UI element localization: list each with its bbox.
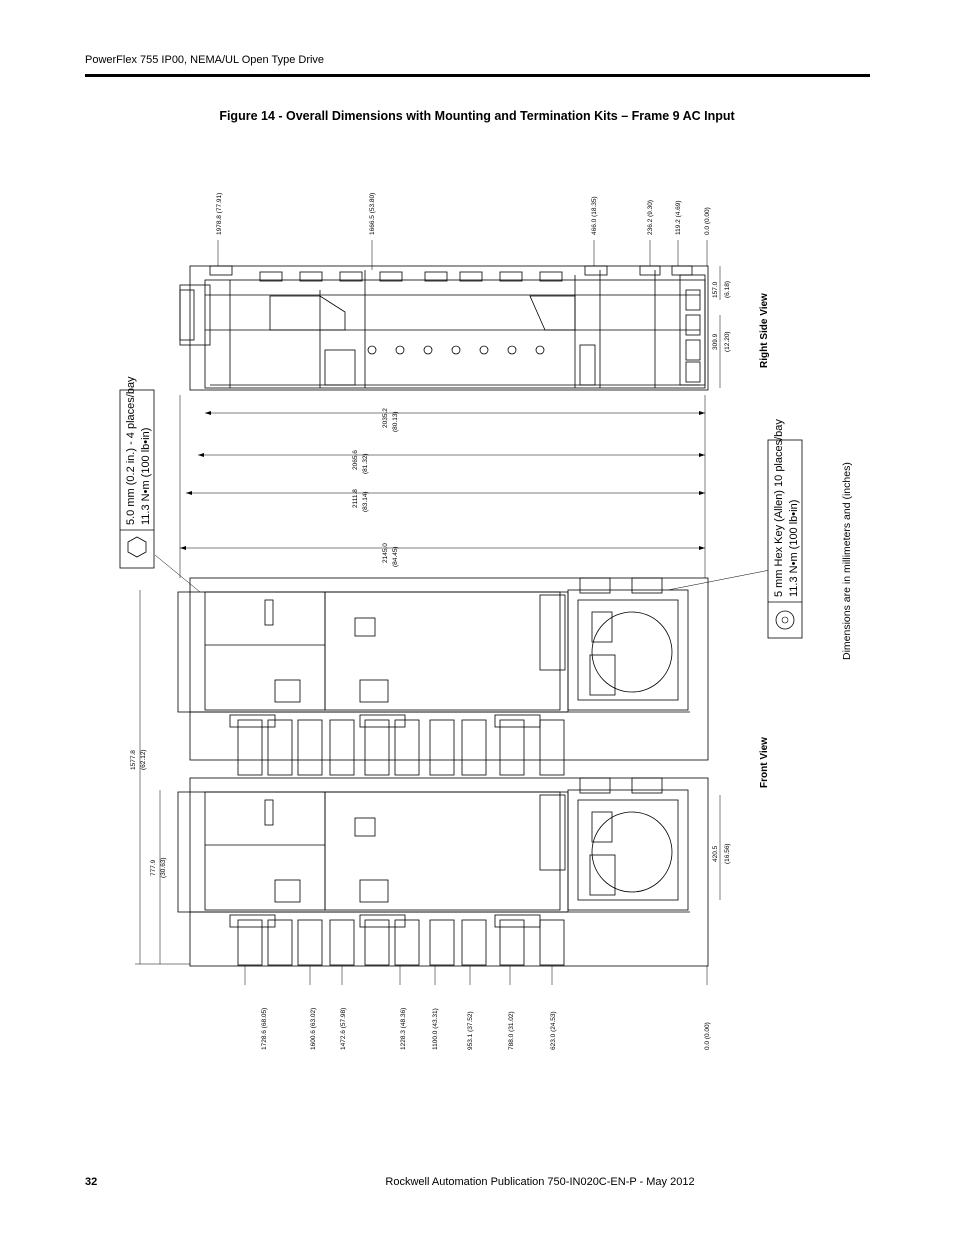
front-left-dim-2-sub: (30.63) <box>160 857 167 878</box>
length-dim-4-sub: (84.45) <box>392 546 399 567</box>
front-right-dim-sub: (16.56) <box>724 843 731 864</box>
bottom-dim-3: 1472.6 (57.98) <box>340 1008 347 1050</box>
length-dim-2-sub: (81.32) <box>362 453 369 474</box>
figure-title: Figure 14 - Overall Dimensions with Moun… <box>219 109 735 123</box>
front-right-dim-value: 420.5 <box>712 845 719 862</box>
length-dim-1-sub: (80.13) <box>392 411 399 432</box>
side-dim-2-sub: (12.20) <box>724 331 731 352</box>
top-dim-2: 1666.5 (53.80) <box>369 193 376 235</box>
hex-key-socket-icon <box>775 610 795 630</box>
front-view-bay-1 <box>177 577 709 776</box>
bottom-dim-8: 623.0 (24.53) <box>550 1011 557 1050</box>
top-dim-4: 236.2 (9.30) <box>647 200 654 235</box>
top-dim-5: 119.2 (4.69) <box>675 200 682 235</box>
bottom-dim-7: 788.0 (31.02) <box>508 1011 515 1050</box>
bottom-dim-9: 0.0 (0.00) <box>704 1022 711 1050</box>
top-dim-6: 0.0 (0.00) <box>704 207 711 235</box>
length-dim-3-value: 2111.8 <box>352 489 359 508</box>
length-dim-1-value: 2035.2 <box>382 408 389 428</box>
torque-callout-2: 5 mm Hex Key (Allen) 10 places/bay 11.3 … <box>767 419 803 639</box>
top-dim-1: 1978.8 (77.91) <box>216 193 223 235</box>
front-left-dim-1-sub: (62.12) <box>140 749 147 770</box>
bottom-dim-2: 1600.6 (63.02) <box>310 1008 317 1050</box>
length-dim-3-sub: (83.14) <box>362 491 369 512</box>
header-rule <box>85 74 870 77</box>
bottom-dim-4: 1228.3 (48.36) <box>400 1008 407 1050</box>
length-dim-4-value: 2145.0 <box>382 543 389 563</box>
top-dim-3: 466.0 (18.35) <box>591 196 598 235</box>
side-dim-2-value: 309.9 <box>712 333 719 350</box>
bottom-dim-1: 1728.6 (68.05) <box>261 1008 268 1050</box>
publication-footer: Rockwell Automation Publication 750-IN02… <box>385 1176 695 1188</box>
page-number: 32 <box>85 1176 98 1188</box>
torque-1-line1: 5.0 mm (0.2 in.) - 4 places/bay <box>125 376 137 525</box>
running-header: PowerFlex 755 IP00, NEMA/UL Open Type Dr… <box>85 54 325 66</box>
bottom-dim-5: 1100.0 (43.31) <box>432 1008 439 1050</box>
units-note: Dimensions are in millimeters and (inche… <box>841 462 853 660</box>
torque-1-line2: 11.3 N•m (100 lb•in) <box>140 428 152 525</box>
torque-callout-1: 5.0 mm (0.2 in.) - 4 places/bay 11.3 N•m… <box>119 376 155 569</box>
front-left-dim-2-value: 777.9 <box>150 859 157 876</box>
side-dim-1-value: 157.0 <box>712 281 719 298</box>
hex-bolt-icon <box>127 536 147 558</box>
front-left-dim-1-value: 1577.8 <box>130 750 137 770</box>
torque-2-line2: 11.3 N•m (100 lb•in) <box>788 500 800 597</box>
torque-2-line1: 5 mm Hex Key (Allen) 10 places/bay <box>773 419 785 597</box>
side-dim-1-sub: (6.18) <box>724 281 731 298</box>
front-view-label: Front View <box>759 737 770 788</box>
bottom-dim-6: 953.1 (37.52) <box>467 1011 474 1050</box>
right-side-view-label: Right Side View <box>759 293 770 368</box>
front-view-bay-2 <box>177 777 709 967</box>
right-side-view <box>179 265 709 391</box>
length-dim-2-value: 2065.6 <box>352 450 359 470</box>
